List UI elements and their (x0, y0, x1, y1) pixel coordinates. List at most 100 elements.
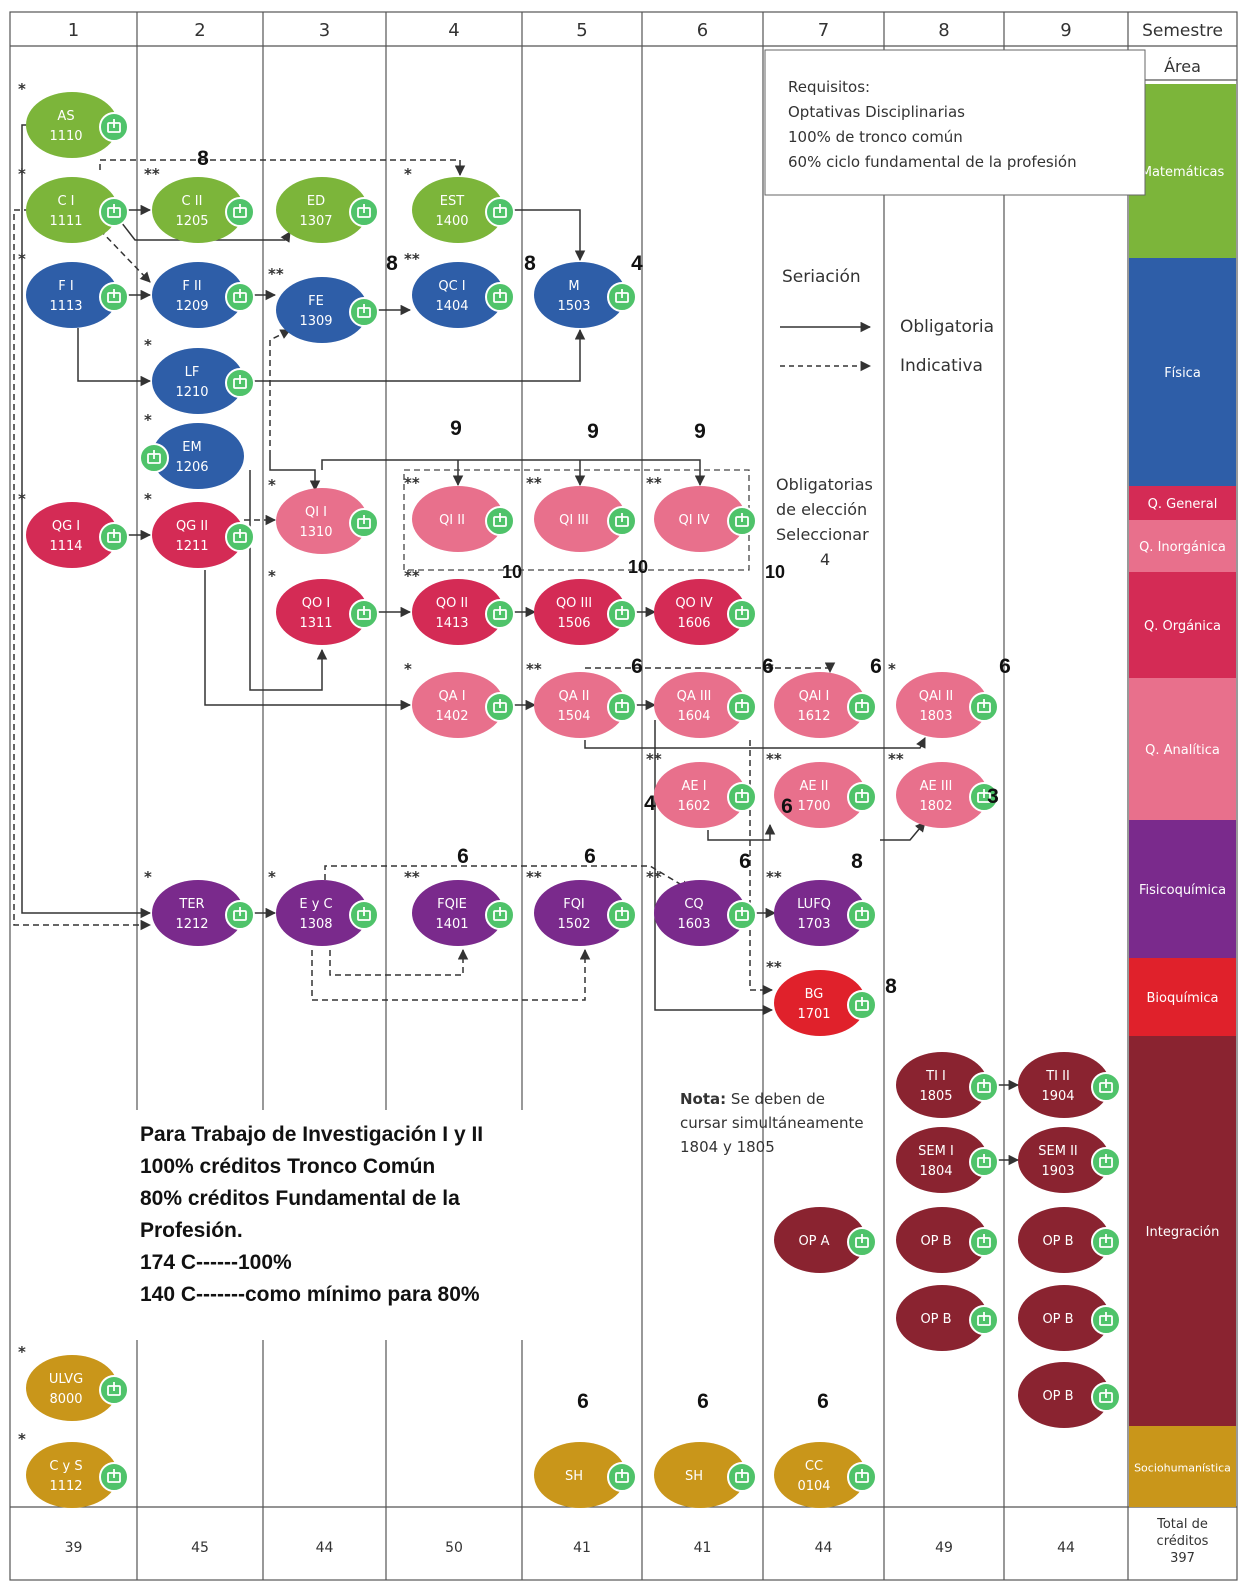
course-node[interactable]: QI II** (404, 474, 515, 552)
course-ellipse (534, 672, 626, 738)
area-block (1129, 958, 1236, 1036)
course-code: 1209 (175, 299, 208, 314)
course-code: 1114 (49, 539, 82, 554)
course-ellipse (276, 880, 368, 946)
course-ellipse (774, 880, 866, 946)
course-code: 1111 (49, 214, 82, 229)
course-ellipse (152, 348, 244, 414)
course-code: 8000 (49, 1392, 82, 1407)
course-code: 1700 (797, 799, 830, 814)
course-code: 1903 (1041, 1164, 1074, 1179)
course-node[interactable]: SH (654, 1442, 757, 1508)
course-code: 1206 (175, 460, 208, 475)
course-ellipse (26, 1442, 118, 1508)
indicative-link (99, 159, 466, 177)
credit-annotation: 6 (697, 1390, 709, 1413)
course-node[interactable]: QI III** (526, 474, 637, 552)
credit-annotation: 6 (631, 655, 643, 678)
course-abbr: E y C (299, 897, 332, 912)
mandatory-link (504, 209, 586, 262)
course-node[interactable]: OP B (1018, 1285, 1121, 1351)
course-code: 1110 (49, 129, 82, 144)
course-node[interactable]: QI IV** (646, 474, 757, 552)
area-block (1129, 1426, 1236, 1507)
semester-number: 3 (319, 20, 330, 41)
course-ellipse (774, 970, 866, 1036)
course-abbr: TI II (1045, 1069, 1070, 1084)
credit-annotation: 8 (885, 975, 897, 998)
course-code: 1310 (299, 525, 332, 540)
course-code: 1805 (919, 1089, 952, 1104)
course-code: 1506 (557, 616, 590, 631)
course-abbr: QO II (436, 596, 468, 611)
credit-annotation: 6 (584, 845, 596, 868)
course-abbr: QAl I (799, 689, 830, 704)
course-code: 1604 (677, 709, 710, 724)
course-mark: ** (144, 165, 160, 183)
course-ellipse (654, 672, 746, 738)
semester-credits: 44 (815, 1540, 833, 1556)
area-label-text: Sociohumanística (1134, 1462, 1231, 1475)
total-credits-label: 397 (1170, 1551, 1195, 1566)
course-mark: ** (526, 868, 542, 886)
course-node[interactable]: OP B (1018, 1362, 1121, 1428)
course-node[interactable]: OP B (1018, 1207, 1121, 1273)
mandatory-link (77, 328, 152, 387)
course-node[interactable]: OP A (774, 1207, 877, 1273)
semester-credits: 50 (445, 1540, 463, 1556)
area-block (1129, 678, 1236, 820)
course-node[interactable]: OP B (896, 1207, 999, 1273)
course-node[interactable]: OP B (896, 1285, 999, 1351)
course-mark: * (268, 868, 276, 886)
course-node[interactable]: SH (534, 1442, 637, 1508)
course-ellipse (896, 1285, 988, 1351)
course-ellipse (896, 1052, 988, 1118)
area-block (1129, 258, 1236, 486)
course-code: 1311 (299, 616, 332, 631)
eleccion-text: Obligatorias de elección Seleccionar 4 (776, 475, 873, 569)
